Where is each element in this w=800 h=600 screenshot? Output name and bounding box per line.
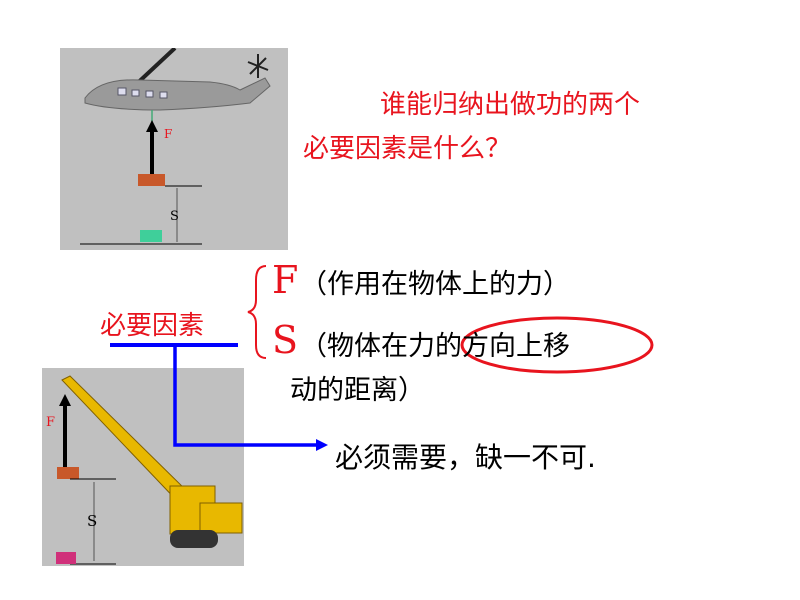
question-line-2: 必要因素是什么？ — [303, 134, 512, 164]
crane-figure: F S — [42, 368, 244, 566]
f-symbol: F — [272, 258, 299, 302]
arrow-head-icon — [316, 439, 328, 451]
force-label: F — [46, 415, 55, 430]
helicopter-figure: F S — [60, 48, 288, 250]
distance-label: S — [170, 209, 179, 224]
highlight-ellipse — [460, 316, 654, 374]
load-box — [138, 174, 165, 186]
s-symbol: S — [272, 318, 299, 362]
start-box — [140, 230, 162, 242]
s-description-line-1: （物体在力的方向上移 — [300, 331, 570, 362]
distance-label: S — [87, 512, 97, 530]
s-description-line-2: 动的距离） — [290, 375, 425, 406]
factors-label: 必要因素 — [100, 311, 205, 341]
start-box — [56, 552, 76, 564]
f-description: （作用在物体上的力） — [300, 269, 570, 300]
load-box — [57, 467, 79, 479]
conclusion-text: 必须需要，缺一不可. — [335, 441, 596, 474]
question-line-1: 谁能归纳出做功的两个 — [380, 90, 641, 120]
helicopter-icon — [84, 77, 271, 111]
tail-rotor-icon — [247, 54, 269, 78]
crane-tracks — [170, 530, 218, 548]
force-label: F — [164, 127, 172, 141]
brace-icon — [247, 265, 267, 359]
